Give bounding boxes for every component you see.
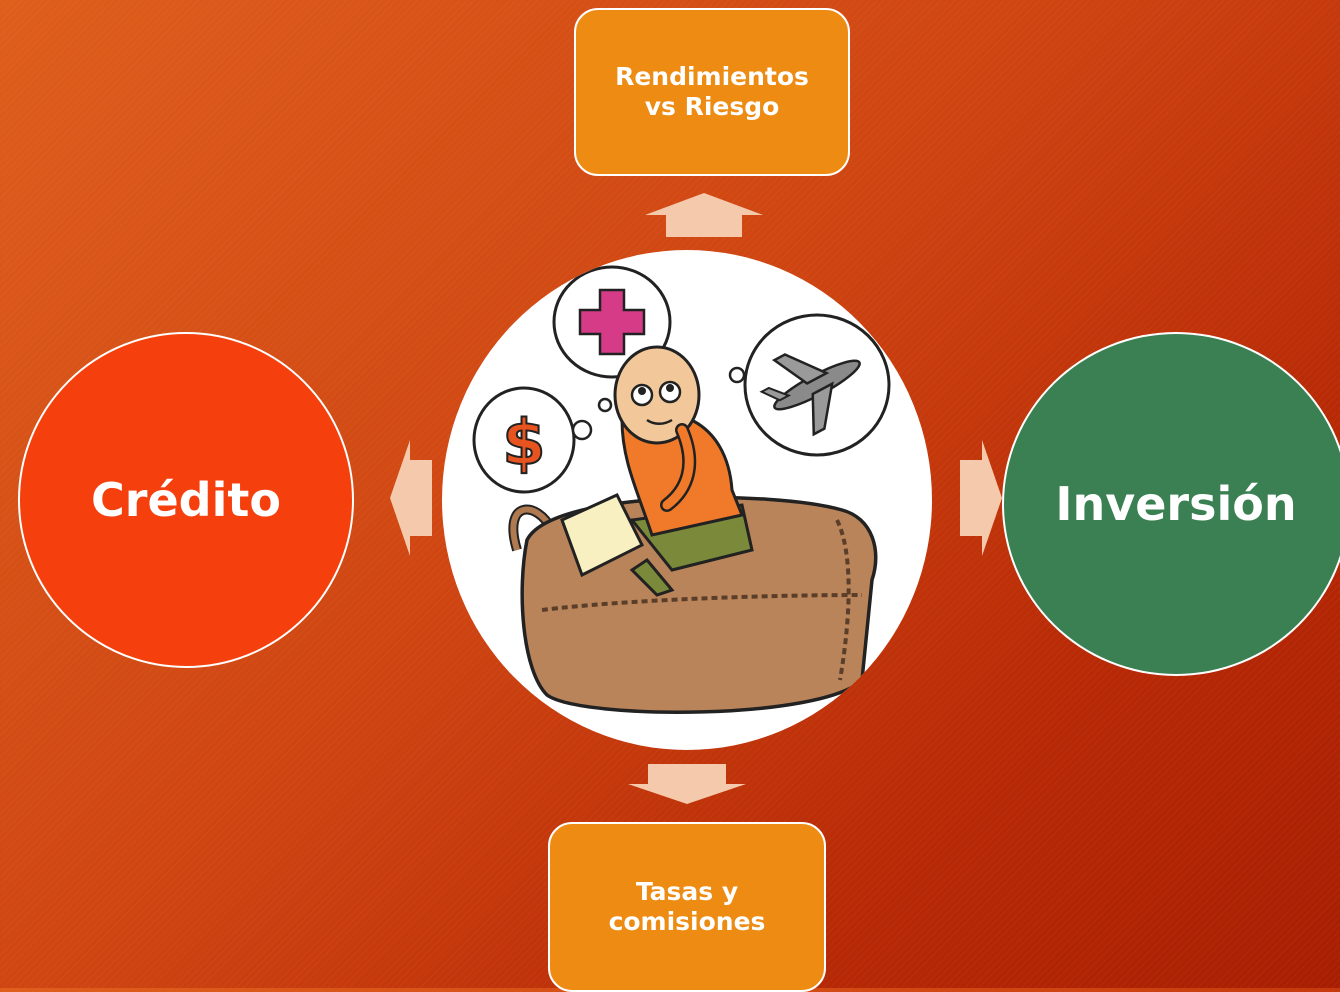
bottom-node-label: Tasas y comisiones [608,877,766,936]
airplane-icon [743,313,891,457]
right-node-circle: Inversión [1002,332,1340,676]
arrow-right-icon [960,440,1002,556]
left-node-circle: Crédito [18,332,354,668]
svg-text:$: $ [502,406,545,479]
right-node-label: Inversión [1055,477,1297,531]
arrow-left-icon [390,440,432,556]
top-node-box: Rendimientos vs Riesgo [574,8,850,176]
center-illustration: $ [442,250,932,750]
person-figure [560,345,754,597]
thinking-traveler-illustration: $ [472,265,891,714]
arrow-down-icon [628,764,746,804]
arrow-up-icon [645,193,763,237]
left-node-label: Crédito [91,473,281,527]
top-node-label: Rendimientos vs Riesgo [615,62,809,121]
dollar-icon: $ [472,386,576,494]
bottom-node-box: Tasas y comisiones [548,822,826,992]
